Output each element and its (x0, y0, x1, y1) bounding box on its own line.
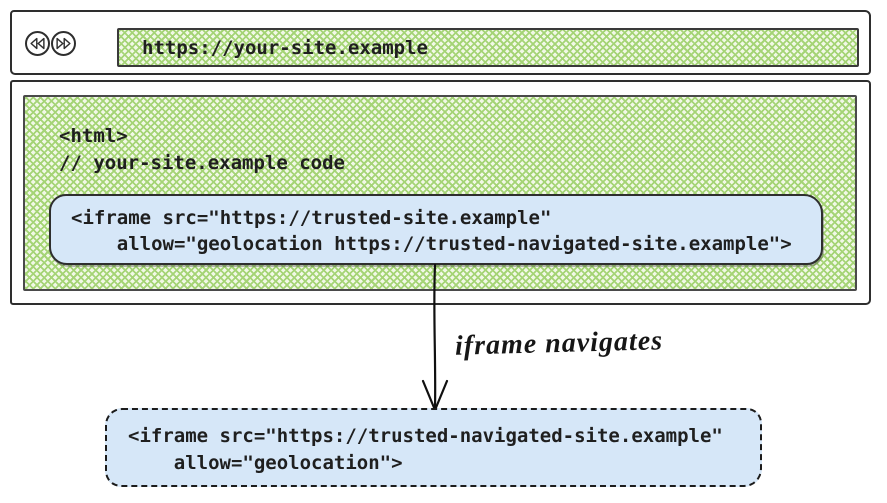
iframe-src-line: <iframe src="https://trusted-site.exampl… (71, 207, 552, 229)
code-line-html-tag: <html> (59, 125, 128, 147)
back-button[interactable] (25, 31, 50, 56)
arrow-label: iframe navigates (454, 325, 664, 362)
navigated-iframe-snippet: <iframe src="https://trusted-navigated-s… (105, 408, 762, 487)
forward-button[interactable] (51, 31, 76, 56)
back-icon (29, 36, 46, 51)
address-bar-url: https://your-site.example (142, 36, 428, 59)
address-bar[interactable]: https://your-site.example (117, 28, 859, 67)
forward-icon (55, 36, 72, 51)
navigated-iframe-src-line: <iframe src="https://trusted-navigated-s… (128, 425, 723, 447)
browser-window: <html> // your-site.example code <iframe… (10, 80, 871, 305)
page-content-area: <html> // your-site.example code <iframe… (23, 95, 857, 291)
navigation-arrow (421, 263, 449, 412)
embedded-iframe-snippet: <iframe src="https://trusted-site.exampl… (49, 194, 823, 265)
navigated-iframe-allow-line: allow="geolocation"> (128, 452, 403, 474)
browser-toolbar: https://your-site.example (10, 10, 871, 75)
page-source-code: <html> // your-site.example code (59, 123, 345, 177)
iframe-allow-line: allow="geolocation https://trusted-navig… (71, 233, 792, 255)
code-line-comment: // your-site.example code (59, 152, 345, 174)
